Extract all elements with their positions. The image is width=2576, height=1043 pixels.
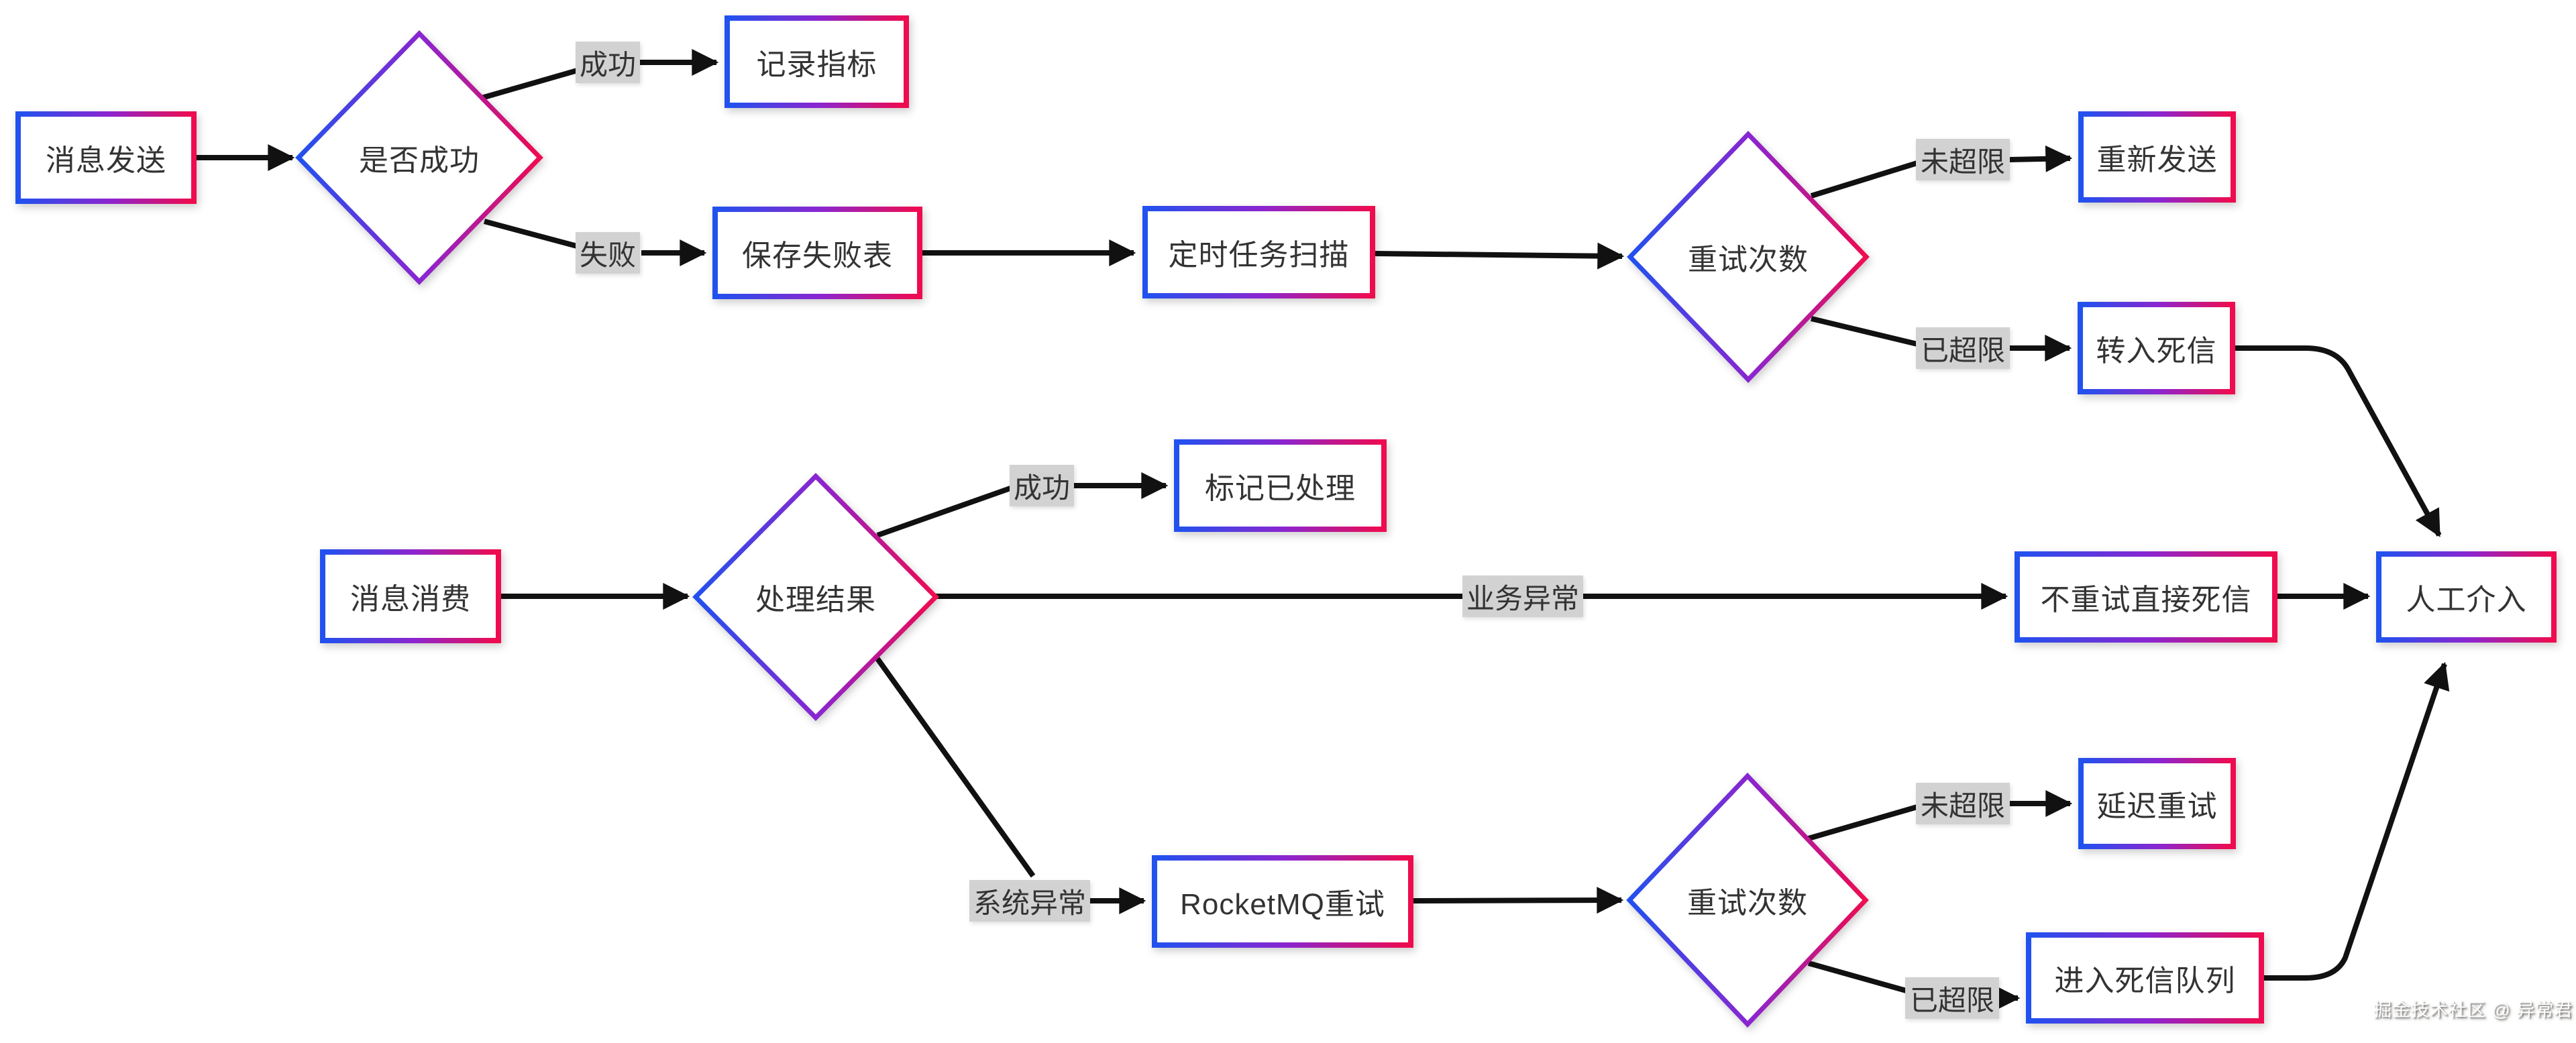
edge-arrows: [197, 49, 2450, 1011]
decision-diamonds: [295, 30, 1870, 1028]
node-msg-consume: 消息消费: [320, 549, 501, 643]
edge-issuccess-to-success-label: [480, 67, 581, 101]
edge-result-to-success-label: [876, 486, 1012, 538]
decision-diamond-process-result: [692, 473, 939, 721]
node-retry-count-send-label: 重试次数: [1688, 243, 1809, 276]
node-is-success-label: 是否成功: [359, 144, 480, 177]
edge-result-to-systemexception-label: [875, 657, 1036, 878]
edge-label-consume-not-exceeded: 未超限: [1916, 783, 2010, 824]
decision-diamond-retry-count-consume: [1626, 772, 1869, 1028]
edge-label-send-fail: 失败: [576, 232, 640, 274]
edge-retrysend-to-notexceeded-label: [1810, 160, 1919, 199]
node-delay-retry: 延迟重试: [2078, 758, 2236, 849]
node-enter-dlq: 进入死信队列: [2026, 932, 2264, 1024]
edge-segments: [480, 67, 1919, 994]
node-to-dead-letter: 转入死信: [2078, 302, 2235, 394]
decision-diamond-is-success: [295, 30, 543, 286]
node-save-fail-table: 保存失败表: [712, 207, 922, 299]
node-mark-processed: 标记已处理: [1174, 439, 1387, 532]
edge-dlq-to-manual: [2264, 661, 2450, 981]
node-no-retry-direct-dead: 不重试直接死信: [2015, 551, 2277, 643]
edge-retryconsume-to-exceeded-label: [1807, 960, 1910, 994]
node-scheduled-scan: 定时任务扫描: [1142, 206, 1375, 298]
edge-issuccess-to-fail-label: [483, 219, 581, 250]
edge-label-consume-exceeded: 已超限: [1905, 977, 1999, 1019]
edge-label-business-exception: 业务异常: [1462, 575, 1583, 617]
edge-label-consume-success: 成功: [1010, 465, 1074, 506]
decision-diamond-retry-count-send: [1627, 130, 1870, 384]
edge-label-send-success: 成功: [576, 42, 640, 83]
node-resend: 重新发送: [2078, 111, 2236, 203]
edge-label-system-exception: 系统异常: [969, 880, 1090, 922]
edge-retryconsume-to-notexceeded-label: [1807, 804, 1919, 841]
watermark-text: 掘金技术社区 @ 异常君: [2373, 1000, 2573, 1020]
edge-deadletter-to-manual: [2235, 345, 2442, 537]
node-rocketmq-retry: RocketMQ重试: [1152, 855, 1413, 948]
node-process-result-label: 处理结果: [755, 584, 876, 616]
edge-notexceeded-to-resend: [2009, 145, 2073, 172]
node-manual-intervention: 人工介入: [2376, 551, 2557, 643]
edge-retrysend-to-exceeded-label: [1811, 316, 1918, 347]
edge-scan-to-retrycount: [1375, 242, 1625, 270]
edge-label-send-not-exceeded: 未超限: [1916, 139, 2010, 180]
edge-rocketmq-to-retrycount: [1413, 887, 1624, 914]
node-record-metrics: 记录指标: [724, 15, 909, 108]
node-msg-send: 消息发送: [15, 111, 197, 204]
node-retry-count-consume-label: 重试次数: [1687, 887, 1808, 920]
edge-label-send-exceeded: 已超限: [1916, 327, 2010, 369]
